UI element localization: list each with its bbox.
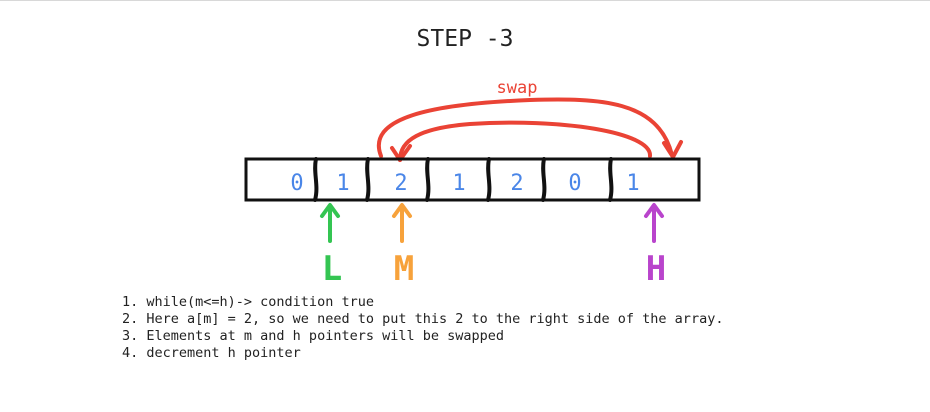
array-cell-value: 2: [510, 171, 523, 196]
swap-arrow: [377, 97, 683, 162]
note-item: 3. Elements at m and h pointers will be …: [122, 328, 505, 344]
pointer-arrow: [320, 203, 340, 243]
cell-divider: [541, 157, 547, 202]
cell-dividers: [313, 157, 614, 202]
cell-divider: [313, 157, 319, 202]
pointer-h: H: [644, 203, 666, 289]
array-cell-value: 1: [626, 171, 639, 196]
pointer-label: M: [394, 249, 414, 289]
pointer-label: L: [322, 249, 342, 289]
pointer-arrow: [392, 203, 412, 243]
pointer-m: M: [392, 203, 414, 289]
cell-divider: [486, 157, 492, 202]
pointer-l: L: [320, 203, 342, 289]
array-cell-value: 2: [394, 171, 407, 196]
sort-diagram: swap 0 1 2 1 2 0 1 L M H: [244, 78, 701, 289]
notes-list: 1. while(m<=h)-> condition true 2. Here …: [122, 294, 723, 362]
pointer-label: H: [646, 249, 666, 289]
note-item: 4. decrement h pointer: [122, 345, 301, 361]
array-cell-value: 0: [290, 171, 303, 196]
step-title: STEP -3: [416, 26, 514, 52]
note-item: 2. Here a[m] = 2, so we need to put this…: [122, 311, 724, 327]
array-cell-value: 1: [336, 171, 349, 196]
array-cells: 0 1 2 1 2 0 1: [290, 171, 639, 196]
pointer-arrow: [644, 203, 664, 243]
array-cell-value: 0: [568, 171, 581, 196]
cell-divider: [365, 157, 371, 202]
top-divider: [0, 0, 930, 1]
array-box: [244, 157, 701, 202]
swap-label: swap: [497, 78, 538, 98]
cell-divider: [608, 157, 614, 202]
array-cell-value: 1: [452, 171, 465, 196]
cell-divider: [425, 157, 431, 202]
note-item: 1. while(m<=h)-> condition true: [122, 294, 374, 310]
